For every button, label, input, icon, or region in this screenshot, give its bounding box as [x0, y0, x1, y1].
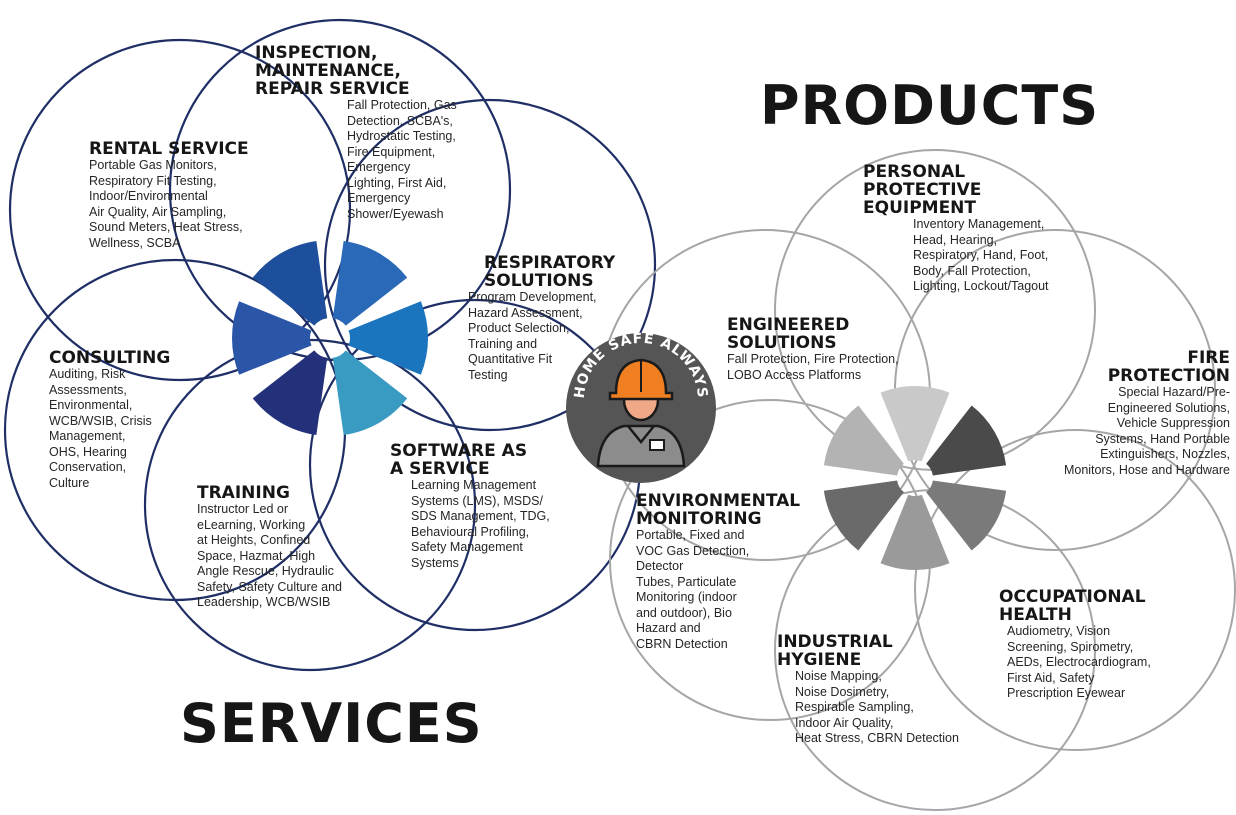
service-training-description: Instructor Led or eLearning, Working at … — [197, 502, 342, 609]
worker-collar — [627, 425, 655, 444]
service-rental-description: Portable Gas Monitors, Respiratory Fit T… — [89, 158, 243, 250]
service-software: SOFTWARE AS A SERVICE Learning Managemen… — [390, 442, 550, 571]
services-petal-3 — [348, 301, 428, 375]
service-software-description: Learning Management Systems (LMS), MSDS/… — [411, 478, 550, 570]
product-environmental: ENVIRONMENTAL MONITORING Portable, Fixed… — [636, 492, 800, 652]
services-petal-1 — [252, 240, 328, 326]
worker-shirt — [596, 424, 686, 468]
product-ppe: PERSONAL PROTECTIVE EQUIPMENT Inventory … — [863, 163, 1049, 295]
service-training: TRAINING Instructor Led or eLearning, Wo… — [197, 484, 342, 611]
service-consulting: CONSULTING Auditing, Risk Assessments, E… — [49, 349, 170, 491]
product-hygiene: INDUSTRIAL HYGIENE Noise Mapping, Noise … — [777, 633, 959, 747]
product-ppe-description: Inventory Management, Head, Hearing, Res… — [913, 217, 1049, 293]
service-respiratory-description: Program Development, Hazard Assessment, … — [468, 290, 597, 382]
products-petal-6 — [823, 405, 904, 476]
product-ppe-title: PERSONAL PROTECTIVE EQUIPMENT — [863, 162, 982, 218]
product-fire: FIRE PROTECTION Special Hazard/Pre- Engi… — [1064, 349, 1230, 478]
product-occupational: OCCUPATIONAL HEALTH Audiometry, Vision S… — [999, 588, 1151, 702]
service-respiratory: RESPIRATORY SOLUTIONS Program Developmen… — [468, 254, 615, 383]
product-environmental-description: Portable, Fixed and VOC Gas Detection, D… — [636, 528, 750, 651]
products-petals — [823, 386, 1007, 570]
products-circle-occupational — [914, 429, 1236, 751]
product-engineered-title: ENGINEERED SOLUTIONS — [727, 315, 850, 353]
product-environmental-title: ENVIRONMENTAL MONITORING — [636, 491, 801, 529]
products-petal-2 — [926, 405, 1007, 476]
services-circle-respiratory — [323, 98, 657, 432]
service-consulting-title: CONSULTING — [49, 348, 171, 368]
services-circle-rental — [8, 38, 352, 382]
products-title: PRODUCTS — [760, 74, 1100, 137]
product-engineered: ENGINEERED SOLUTIONS Fall Protection, Fi… — [727, 316, 899, 383]
service-consulting-description: Auditing, Risk Assessments, Environmenta… — [49, 367, 152, 490]
services-title: SERVICES — [180, 692, 483, 755]
services-petal-5 — [252, 350, 328, 436]
service-inspection-description: Fall Protection, Gas Detection, SCBA's, … — [347, 98, 457, 221]
product-engineered-description: Fall Protection, Fire Protection, LOBO A… — [727, 352, 899, 382]
service-respiratory-title: RESPIRATORY SOLUTIONS — [484, 253, 616, 291]
product-hygiene-description: Noise Mapping, Noise Dosimetry, Respirab… — [795, 669, 959, 745]
service-inspection: INSPECTION, MAINTENANCE, REPAIR SERVICE … — [255, 44, 457, 222]
service-training-title: TRAINING — [197, 483, 290, 503]
services-petals — [232, 240, 428, 436]
service-rental: RENTAL SERVICE Portable Gas Monitors, Re… — [89, 140, 249, 251]
product-occupational-title: OCCUPATIONAL HEALTH — [999, 587, 1146, 625]
products-petal-3 — [926, 480, 1007, 551]
service-software-title: SOFTWARE AS A SERVICE — [390, 441, 528, 479]
service-inspection-title: INSPECTION, MAINTENANCE, REPAIR SERVICE — [255, 43, 410, 99]
service-rental-title: RENTAL SERVICE — [89, 139, 249, 159]
product-hygiene-title: INDUSTRIAL HYGIENE — [777, 632, 893, 670]
worker-badge — [649, 439, 665, 451]
products-petal-5 — [823, 480, 904, 551]
products-petal-1 — [880, 386, 950, 462]
product-fire-title: FIRE PROTECTION — [1107, 348, 1230, 386]
product-fire-description: Special Hazard/Pre- Engineered Solutions… — [1063, 385, 1230, 477]
worker-icon — [596, 358, 686, 468]
services-petal-2 — [332, 240, 408, 326]
services-petal-4 — [332, 350, 408, 436]
services-petal-6 — [232, 301, 312, 375]
product-occupational-description: Audiometry, Vision Screening, Spirometry… — [1007, 624, 1151, 700]
products-petal-4 — [880, 494, 950, 570]
